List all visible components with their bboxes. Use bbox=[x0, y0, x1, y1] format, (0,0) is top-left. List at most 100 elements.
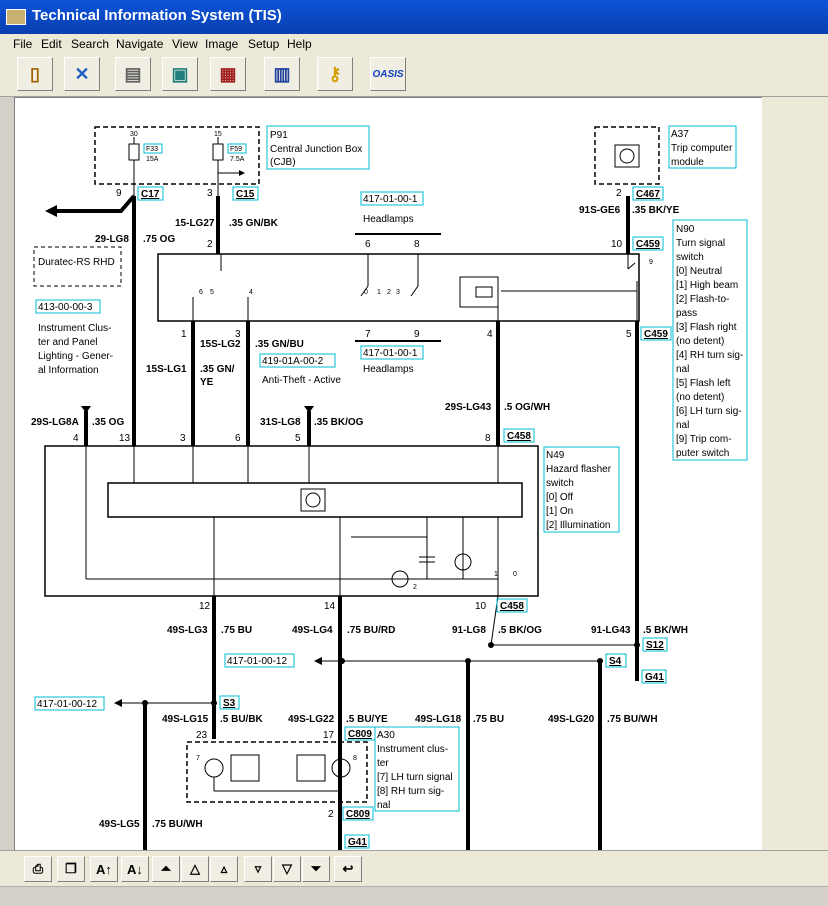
menu-help[interactable]: Help bbox=[287, 37, 312, 51]
menu-image[interactable]: Image bbox=[205, 37, 239, 51]
fuse-f33-label: F33 bbox=[146, 146, 158, 153]
return-icon: ↩ bbox=[342, 861, 354, 876]
conn-c458b-box[interactable] bbox=[496, 598, 528, 613]
wire-15s-lg1-spec2: YE bbox=[200, 377, 214, 388]
ref-419: 419-01A-00-2 bbox=[262, 356, 324, 367]
copy-button[interactable]: ❐ bbox=[57, 856, 85, 882]
a30-label-box[interactable] bbox=[374, 726, 460, 812]
a30-line-0: Instrument clus- bbox=[377, 744, 448, 755]
last-icon: ⏷ bbox=[310, 861, 322, 876]
wire-29s-lg8a: 29S-LG8A bbox=[31, 417, 79, 428]
n90-line-15: puter switch bbox=[676, 448, 729, 459]
ref-417-12b-box[interactable] bbox=[34, 696, 105, 711]
page-up-button[interactable]: △ bbox=[181, 856, 209, 882]
fuse-f33-amp: 15A bbox=[146, 156, 159, 163]
wire-91-lg8-spec: .5 BK/OG bbox=[498, 625, 542, 636]
conn-c467: C467 bbox=[636, 189, 660, 200]
pin-5b: 5 bbox=[295, 433, 301, 444]
key-button[interactable]: ⚷ bbox=[317, 57, 353, 91]
conn-c15-box[interactable] bbox=[232, 186, 259, 201]
ref-413-line1: Instrument Clus- bbox=[38, 323, 111, 334]
ref-417-mid-box[interactable] bbox=[360, 345, 424, 360]
wire-31s-lg8: 31S-LG8 bbox=[260, 417, 301, 428]
conn-c459b: C459 bbox=[644, 329, 668, 340]
conn-c467-box[interactable] bbox=[632, 186, 664, 201]
tools-button[interactable]: ✕ bbox=[64, 57, 100, 91]
side-panel bbox=[762, 97, 828, 850]
ref-417-12a-box[interactable] bbox=[224, 653, 295, 668]
conn-c809b-box[interactable] bbox=[342, 806, 374, 821]
conn-c459b-box[interactable] bbox=[640, 326, 672, 341]
menu-file[interactable]: File bbox=[13, 37, 33, 51]
first-icon: ⏶ bbox=[160, 861, 172, 876]
n90-line-2: [0] Neutral bbox=[676, 266, 722, 277]
zoom-in-button[interactable]: A↑ bbox=[90, 856, 118, 882]
n90-sw-1: 1 bbox=[377, 289, 381, 296]
calendar-button[interactable]: ▥ bbox=[264, 57, 300, 91]
ref-419-name: Anti-Theft - Active bbox=[262, 375, 341, 386]
n90-line-4: [2] Flash-to- bbox=[676, 294, 729, 305]
wire-49s-lg15: 49S-LG15 bbox=[162, 714, 209, 725]
n90-label-box[interactable] bbox=[672, 219, 748, 461]
wire-91-lg43: 91-LG43 bbox=[591, 625, 631, 636]
conn-s4-box[interactable] bbox=[605, 653, 627, 668]
pin-3c: 3 bbox=[180, 433, 186, 444]
pin-23: 23 bbox=[196, 730, 208, 741]
ref-417-top-name: Headlamps bbox=[363, 214, 414, 225]
n90-sw-6: 6 bbox=[199, 289, 203, 296]
menu-navigate[interactable]: Navigate bbox=[116, 37, 164, 51]
a37-box bbox=[594, 126, 660, 185]
fuse-f33-box[interactable] bbox=[143, 143, 163, 154]
first-page-button[interactable]: ⏶ bbox=[152, 856, 180, 882]
page-down-button[interactable]: ▽ bbox=[273, 856, 301, 882]
line-down-button[interactable]: ▿ bbox=[244, 856, 272, 882]
computer-button[interactable]: ▣ bbox=[162, 57, 198, 91]
line-up-button[interactable]: ▵ bbox=[210, 856, 238, 882]
zoom-out-button[interactable]: A↓ bbox=[121, 856, 149, 882]
n90-sw-5: 5 bbox=[210, 289, 214, 296]
fuse-f59-box[interactable] bbox=[227, 143, 247, 154]
wiring-diagram[interactable]: 30 15 F33 15A F59 7.5A P91 Central Junct… bbox=[14, 97, 764, 852]
conn-g41a-box[interactable] bbox=[641, 669, 667, 684]
p91-name: Central Junction Box bbox=[270, 144, 362, 155]
conn-c459a-box[interactable] bbox=[632, 236, 664, 251]
ref-413-box[interactable] bbox=[35, 299, 101, 314]
n90-sw-3: 3 bbox=[396, 289, 400, 296]
n90-line-10: [5] Flash left bbox=[676, 378, 731, 389]
module-button[interactable]: ▦ bbox=[210, 57, 246, 91]
back-button[interactable]: ↩ bbox=[334, 856, 362, 882]
menu-setup[interactable]: Setup bbox=[248, 37, 280, 51]
last-page-button[interactable]: ⏷ bbox=[302, 856, 330, 882]
oasis-button[interactable]: OASIS bbox=[370, 57, 406, 91]
p91-label-box[interactable] bbox=[266, 125, 370, 170]
copy-icon: ❐ bbox=[65, 861, 77, 876]
exit-button[interactable]: ▯ bbox=[17, 57, 53, 91]
menu-view[interactable]: View bbox=[172, 37, 198, 51]
duratec-box bbox=[33, 246, 122, 287]
conn-c458a-box[interactable] bbox=[503, 428, 535, 443]
toolbar: ▯ ✕ ▤ ▣ ▦ ▥ ⚷ OASIS bbox=[0, 54, 828, 97]
pin-4: 4 bbox=[487, 329, 493, 340]
pin-5: 5 bbox=[626, 329, 632, 340]
document-button[interactable]: ▤ bbox=[115, 57, 151, 91]
wire-49s-lg4: 49S-LG4 bbox=[292, 625, 333, 636]
conn-c17-box[interactable] bbox=[137, 186, 164, 201]
menu-edit[interactable]: Edit bbox=[41, 37, 62, 51]
print-button[interactable]: ⎙ bbox=[24, 856, 52, 882]
conn-s3-box[interactable] bbox=[219, 695, 240, 710]
menu-search[interactable]: Search bbox=[71, 37, 110, 51]
wire-49s-lg18-spec: .75 BU bbox=[473, 714, 504, 725]
n49-line-3: [1] On bbox=[546, 506, 573, 517]
a37-line2: module bbox=[671, 157, 704, 168]
conn-s12-box[interactable] bbox=[642, 637, 668, 652]
conn-g41b-box[interactable] bbox=[344, 834, 370, 849]
bottom-toolbar: ⎙ ❐ A↑ A↓ ⏶ △ ▵ ▿ ▽ ⏷ ↩ bbox=[0, 850, 828, 887]
a37-line1: Trip computer bbox=[671, 143, 733, 154]
n49-label-box[interactable] bbox=[543, 446, 620, 533]
n49-sw-1: 1 bbox=[494, 571, 498, 578]
ref-419-box[interactable] bbox=[259, 353, 336, 368]
ref-417-top-box[interactable] bbox=[360, 191, 424, 206]
wire-49s-lg15-spec: .5 BU/BK bbox=[220, 714, 264, 725]
a37-label-box[interactable] bbox=[668, 125, 737, 169]
a30-line-4: nal bbox=[377, 800, 390, 811]
